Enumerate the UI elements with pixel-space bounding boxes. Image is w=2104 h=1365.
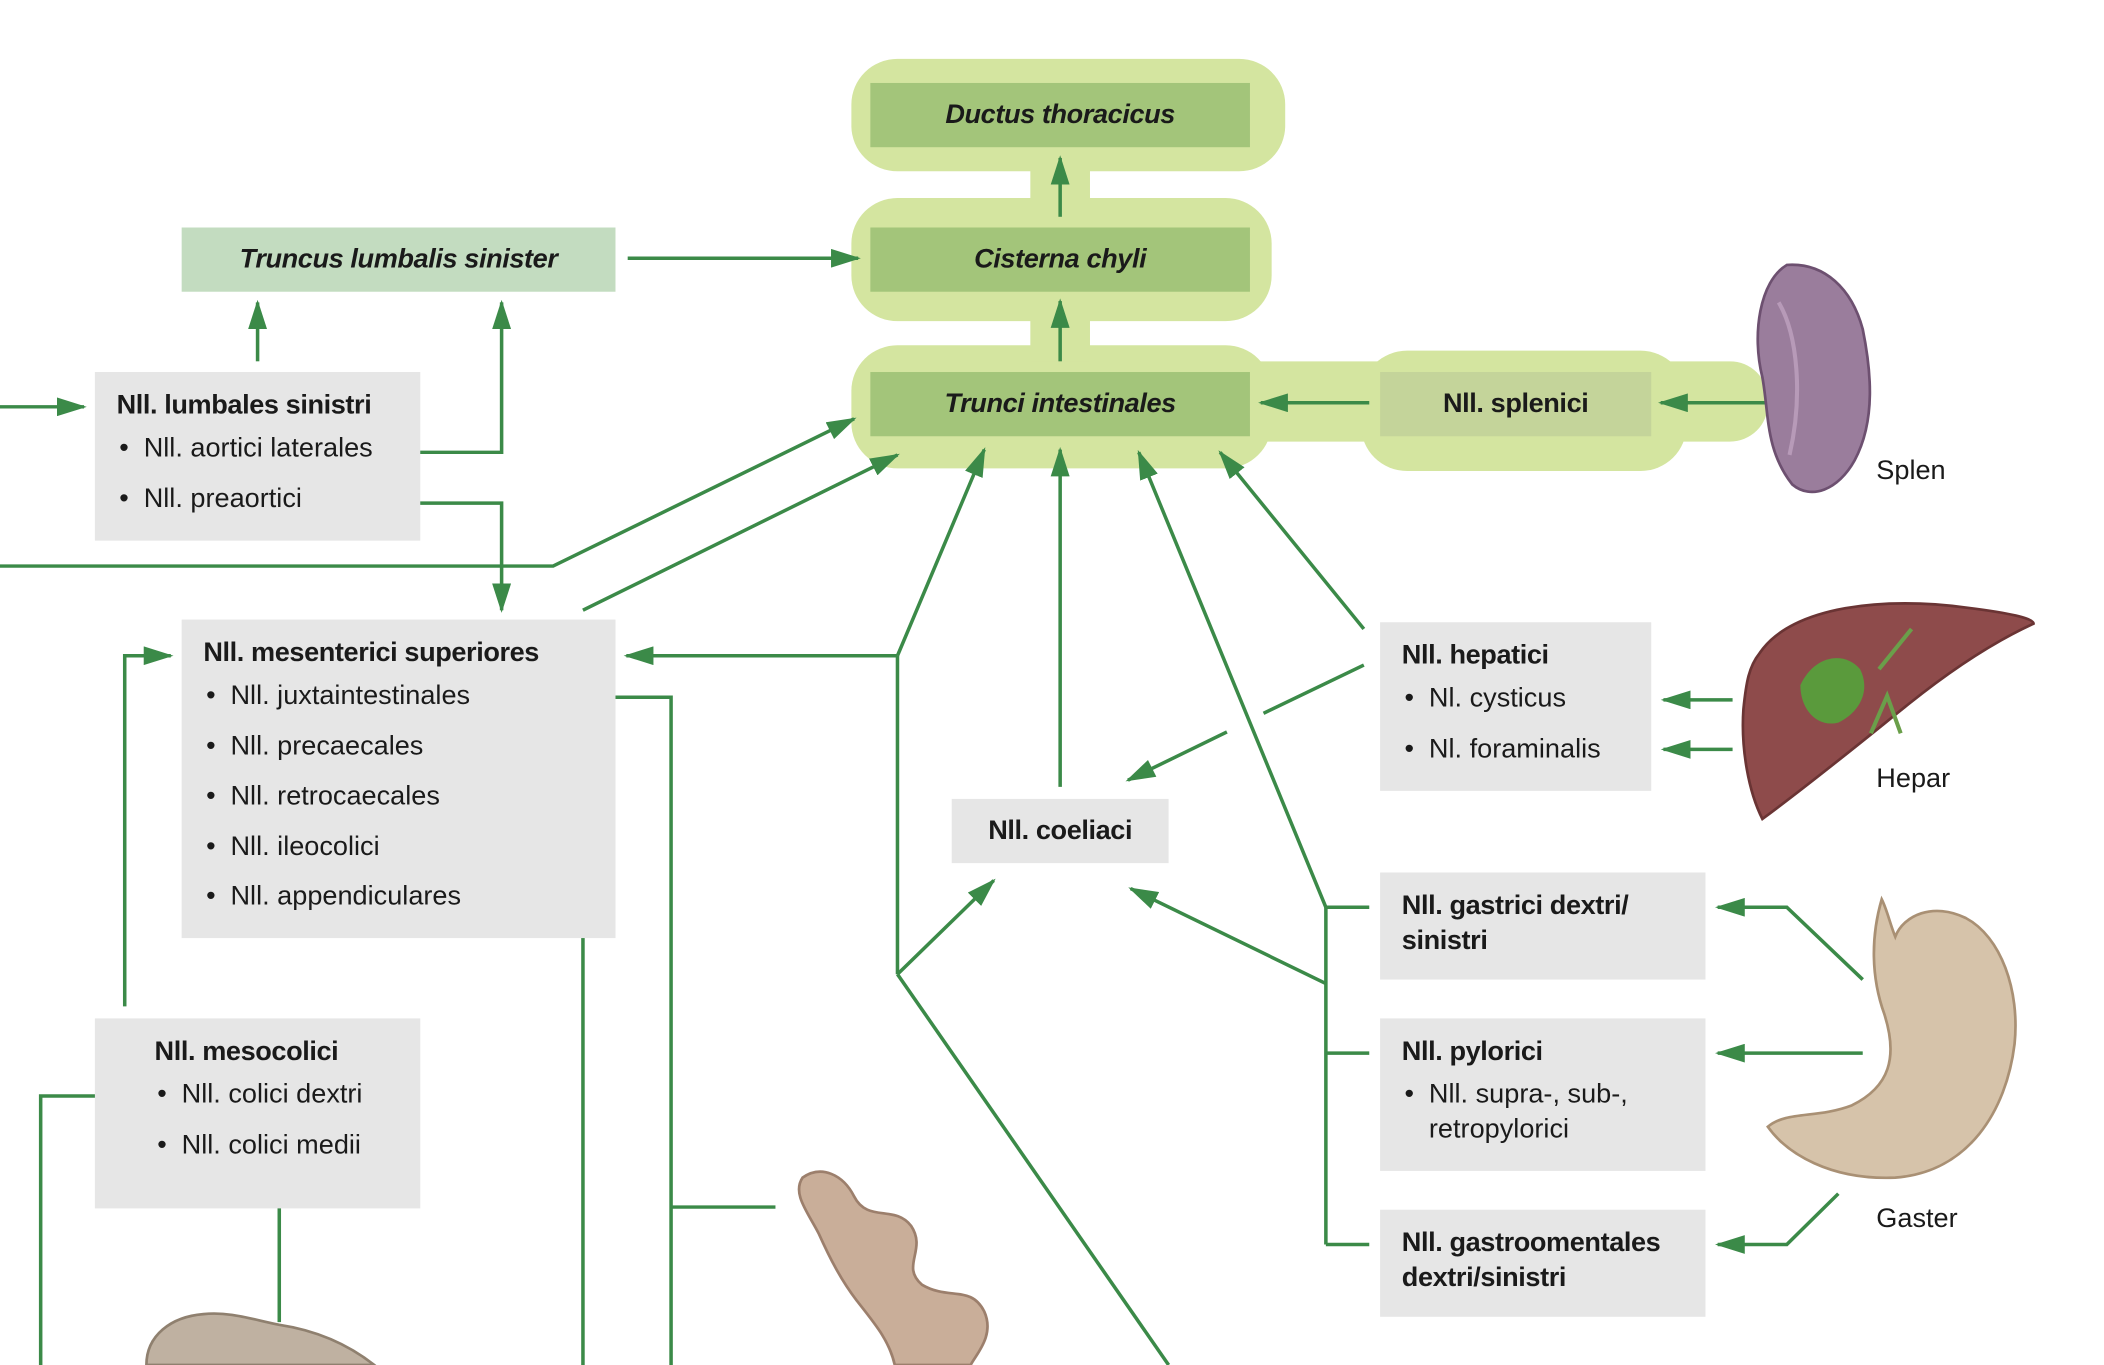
hepatici-title: Nll. hepatici — [1401, 640, 1549, 671]
gaster-label: Gaster — [1876, 1204, 1958, 1234]
truncus-lumbalis-label: Truncus lumbalis sinister — [239, 244, 558, 274]
splenici-box: Nll. splenici — [1380, 372, 1652, 437]
list-item: Nll. retrocaecales — [203, 779, 615, 814]
coeliaci-title: Nll. coeliaci — [988, 816, 1133, 846]
hepatici-box: Nll. hepatici Nl. cysticus Nl. foraminal… — [1380, 622, 1652, 791]
trunci-intestinales-box: Trunci intestinales — [870, 372, 1250, 437]
mesenterici-title: Nll. mesenterici superiores — [203, 638, 539, 668]
stomach-illustration — [1766, 895, 2017, 1180]
list-item: Nll. supra-, sub-, retropylorici — [1402, 1077, 1706, 1147]
list-item: Nll. juxtaintestinales — [203, 678, 615, 713]
list-item: Nll. colici dextri — [155, 1077, 421, 1112]
mesenterici-list: Nll. juxtaintestinales Nll. precaecales … — [203, 678, 615, 914]
list-item: Nll. aortici laterales — [117, 431, 421, 466]
colon-illustration — [145, 1312, 377, 1365]
pylorici-list: Nll. supra-, sub-, retropylorici — [1402, 1077, 1706, 1147]
lumbales-title: Nll. lumbales sinistri — [116, 390, 372, 421]
arrows — [0, 155, 1864, 1365]
pylorici-box: Nll. pylorici Nll. supra-, sub-, retropy… — [1380, 1018, 1706, 1171]
ductus-thoracicus-box: Ductus thoracicus — [870, 82, 1250, 148]
mesocolici-title: Nll. mesocolici — [154, 1037, 339, 1067]
list-item: Nll. precaecales — [203, 729, 615, 764]
splenici-title: Nll. splenici — [1442, 389, 1589, 419]
mesenterici-box: Nll. mesenterici superiores Nll. juxtain… — [181, 619, 616, 939]
pylorici-title: Nll. pylorici — [1401, 1037, 1543, 1067]
coeliaci-box: Nll. coeliaci — [951, 798, 1169, 864]
lumbales-box: Nll. lumbales sinistri Nll. aortici late… — [94, 372, 421, 541]
gastroomentales-title-line2: dextri/sinistri — [1401, 1263, 1567, 1293]
cisterna-chyli-label: Cisterna chyli — [974, 244, 1147, 274]
pylorici-item-line2: retropylorici — [1428, 1114, 1570, 1145]
list-item: Nll. preaortici — [117, 481, 421, 516]
list-item: Nll. ileocolici — [203, 829, 615, 864]
list-item: Nl. foraminalis — [1402, 731, 1651, 766]
lumbales-list: Nll. aortici laterales Nll. preaortici — [117, 431, 421, 516]
small-intestine-illustration — [797, 1170, 989, 1365]
mesocolici-list: Nll. colici dextri Nll. colici medii — [155, 1077, 421, 1162]
cisterna-chyli-box: Cisterna chyli — [870, 227, 1250, 292]
list-item: Nl. cysticus — [1402, 681, 1651, 716]
mesocolici-box: Nll. mesocolici Nll. colici dextri Nll. … — [94, 1018, 421, 1209]
gastrici-title-line2: sinistri — [1401, 926, 1488, 956]
pylorici-item-line1: Nll. supra-, sub-, — [1428, 1079, 1628, 1110]
gastroomentales-box: Nll. gastroomentales dextri/sinistri — [1380, 1209, 1706, 1317]
hepatici-list: Nl. cysticus Nl. foraminalis — [1402, 681, 1651, 766]
trunci-intestinales-label: Trunci intestinales — [944, 388, 1176, 419]
splen-label: Splen — [1876, 456, 1946, 486]
liver-illustration — [1741, 602, 2035, 822]
gastroomentales-title-line1: Nll. gastroomentales — [1401, 1228, 1661, 1258]
ductus-thoracicus-label: Ductus thoracicus — [945, 99, 1175, 130]
truncus-lumbalis-box: Truncus lumbalis sinister — [181, 227, 616, 292]
gastrici-box: Nll. gastrici dextri/ sinistri — [1380, 872, 1706, 980]
gastrici-title-line1: Nll. gastrici dextri/ — [1401, 891, 1629, 921]
spleen-illustration — [1756, 263, 1872, 494]
list-item: Nll. colici medii — [155, 1127, 421, 1162]
hepar-label: Hepar — [1876, 764, 1951, 794]
list-item: Nll. appendiculares — [203, 879, 615, 914]
